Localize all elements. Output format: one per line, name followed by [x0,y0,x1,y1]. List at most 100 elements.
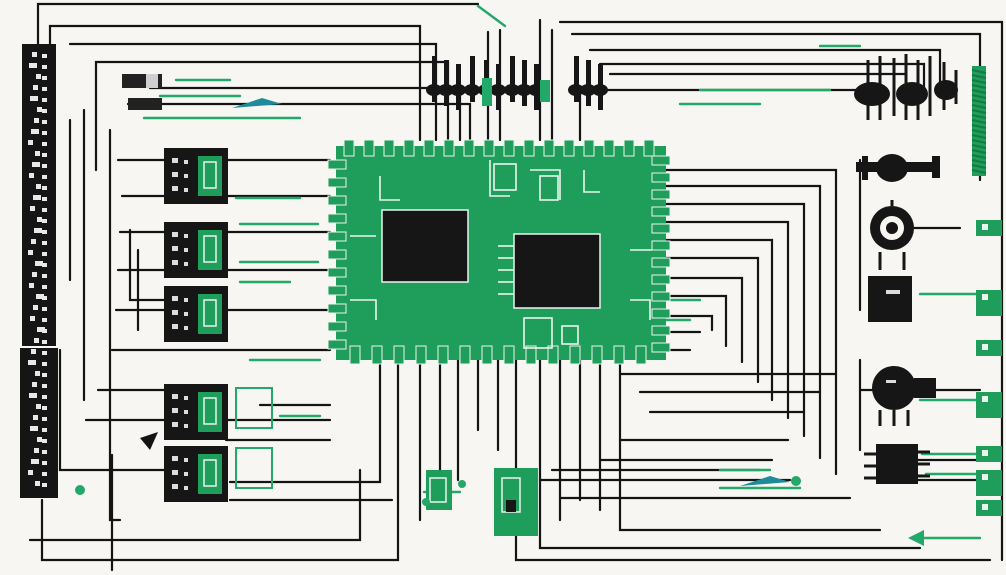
wire-right-8 [664,294,728,348]
strip-pin [42,362,47,366]
heatsink-ic-legs [864,450,930,480]
bundle-knot [568,84,584,96]
strip-pin [29,63,37,68]
module-pin [172,324,178,329]
left-module-column [164,148,228,502]
strip-pin [34,338,39,343]
strip-pin [34,118,39,123]
board-pin-left [327,339,347,350]
module-pin [172,186,178,191]
strip-pin [42,197,47,201]
strip-pin [42,373,47,377]
strip-pin [42,417,47,421]
green-accent-7 [476,4,507,28]
board-traces [350,160,652,349]
encoder-body [872,366,916,410]
terminal-screw [982,294,988,300]
bundle-knot [450,84,466,96]
board-pin-left [327,231,347,242]
wire-bottom-2 [28,468,362,542]
strip-pin [42,428,47,432]
board-pin-left [327,177,347,188]
board-pin-left [327,267,347,278]
left-module [164,446,228,502]
strip-pin [28,250,33,255]
board-pin-top [483,139,495,157]
strip-pin [31,129,39,134]
encoder-mark [886,380,896,383]
left-header-strip [20,44,58,498]
board-pin-left [327,195,347,206]
wire-br-3 [514,358,992,562]
knob-legs [878,200,906,270]
board-pin-bottom [437,345,449,365]
strip-pin [30,426,38,431]
module-pin [172,484,178,489]
module-pin [184,248,188,252]
strip-pin [34,228,42,233]
strip-pin [36,74,41,79]
board-pin-top [603,139,615,157]
encoder-icon [872,366,936,426]
strip-pin [36,184,41,189]
strip-pin [42,274,47,278]
board-pin-right [651,342,671,353]
board-pin-top [543,139,555,157]
knob-shaft [886,222,898,234]
mosfet-body [854,82,890,106]
strip-pin [30,206,35,211]
strip-pin [42,54,47,58]
module-pin [172,422,178,427]
strip-pin [37,217,42,222]
wire-top-6 [126,102,472,142]
module-pin [184,312,188,316]
strip-pin [42,164,47,168]
strip-pin [28,470,33,475]
square-ic-mark [886,290,900,294]
module-outline [203,459,217,487]
strip-pin [32,162,40,167]
module-outline [203,161,217,189]
module-pin [172,260,178,265]
module-pin [184,458,188,462]
pot-cap [862,156,868,180]
coil-wrap [971,69,987,74]
wire-left-1 [108,128,122,522]
trace-box-2 [561,325,579,345]
wire-right-1 [664,168,838,476]
board-pin-top [463,139,475,157]
strip-pin [42,439,47,443]
strip-pin [42,230,47,234]
junction-nodes [75,476,801,506]
board-pin-right [651,223,671,234]
strip-pin [29,283,34,288]
pot-body [876,154,908,182]
rotary-knob-icon [870,200,914,270]
top-connector-bundle [426,56,608,110]
bundle-knot [438,84,454,96]
strip-pin [42,208,47,212]
coil-wrap [971,154,987,159]
strip-pin [32,382,37,387]
potentiometer-icon [856,154,940,182]
terminal-block [976,446,1002,462]
board-pin-top [503,139,515,157]
mosfet-body [934,80,958,100]
board-pin-bottom [525,345,537,365]
bottom-modules [235,387,538,536]
module-pin [184,472,188,476]
teal-arrow-icon [232,98,282,108]
board-pin-right [651,274,671,285]
wire-top-3 [68,42,438,142]
board-pin-bottom [613,345,625,365]
left-module [164,148,228,204]
terminal-screw [982,474,988,480]
header-strip-pins [28,52,47,487]
module-pin [184,298,188,302]
board-pin-right [651,206,671,217]
switch-slider [146,74,158,88]
board-pin-right [651,325,671,336]
wire-right-9 [664,314,714,332]
board-pin-bottom [547,345,559,365]
strip-pin [42,120,47,124]
